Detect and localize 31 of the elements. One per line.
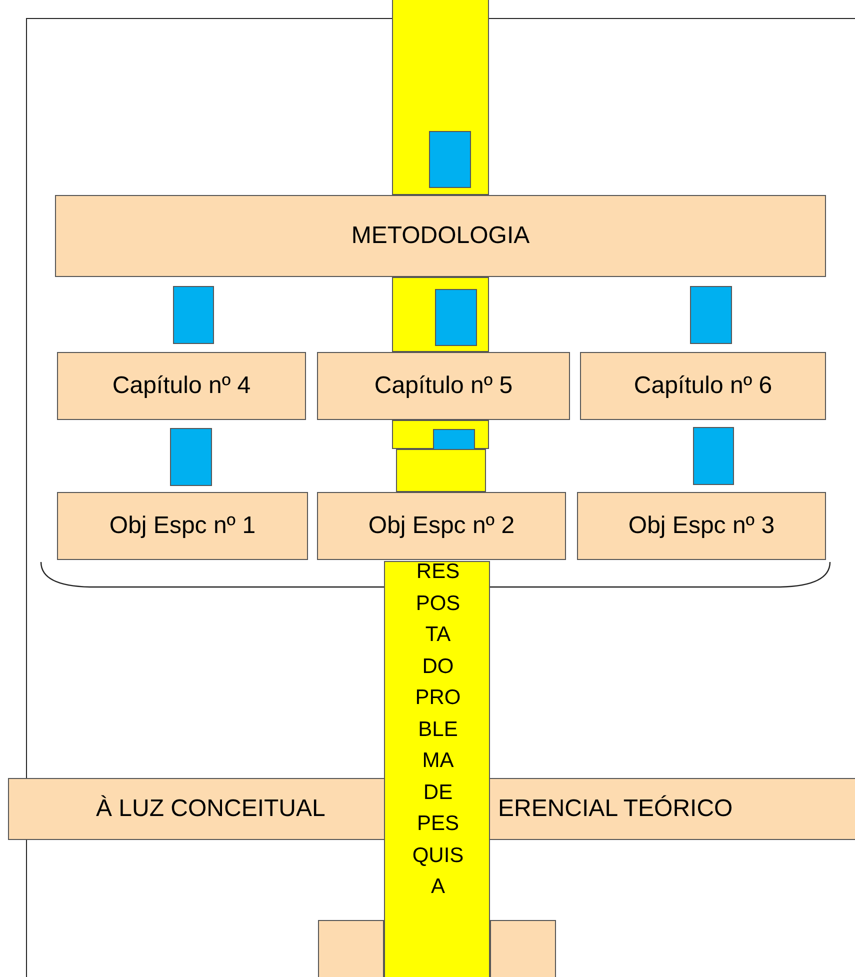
block bbox=[435, 289, 477, 346]
box-label: À LUZ CONCEITUAL bbox=[96, 795, 326, 823]
column-bar bbox=[392, 0, 489, 195]
block bbox=[693, 427, 734, 485]
box-label: Obj Espc nº 3 bbox=[628, 512, 775, 540]
block bbox=[170, 428, 212, 486]
box-label: METODOLOGIA bbox=[351, 222, 530, 250]
process-box bbox=[57, 352, 306, 420]
process-box bbox=[317, 352, 570, 420]
column-bar bbox=[392, 420, 489, 449]
block bbox=[690, 286, 732, 344]
process-box bbox=[580, 352, 826, 420]
block bbox=[173, 286, 214, 344]
process-box bbox=[57, 492, 308, 560]
answer-column bbox=[384, 561, 490, 977]
process-box bbox=[577, 492, 826, 560]
process-box bbox=[55, 195, 826, 277]
box-label: Obj Espc nº 1 bbox=[109, 512, 256, 540]
block bbox=[433, 429, 475, 450]
process-box bbox=[318, 920, 384, 977]
process-box bbox=[317, 492, 566, 560]
box-label: Capítulo nº 4 bbox=[112, 372, 251, 400]
box-label: Capítulo nº 5 bbox=[374, 372, 513, 400]
column-bar bbox=[392, 277, 489, 352]
box-label: Obj Espc nº 2 bbox=[368, 512, 515, 540]
block bbox=[396, 449, 486, 492]
box-label: RES POS TA DO PRO BLE MA DE PES QUIS A bbox=[411, 559, 465, 900]
process-box bbox=[490, 920, 556, 977]
block bbox=[429, 131, 471, 188]
box-label: ERENCIAL TEÓRICO bbox=[498, 795, 733, 823]
box-label: Capítulo nº 6 bbox=[634, 372, 772, 400]
